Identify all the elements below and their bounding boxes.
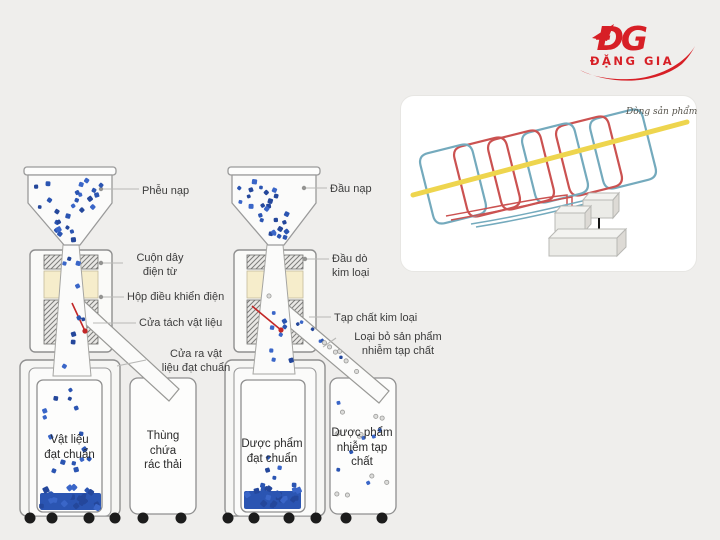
product-flow-line [410, 119, 690, 198]
leader-lines [93, 187, 337, 367]
particles-right-chute [295, 320, 360, 374]
particles-bin-contaminated [334, 400, 390, 498]
particles-right-hopper [237, 178, 290, 240]
logo-arrow-icon [592, 24, 614, 41]
control-unit-box [547, 227, 628, 258]
label-reject: Loại bỏ sản phẩm nhiễm tạp chất [354, 331, 442, 358]
left-lower-cabinet [19, 359, 121, 517]
bin-accepted-material [36, 379, 103, 513]
label-bin-waste: Thùng chứa rác thải [144, 430, 182, 472]
logo-swoosh [580, 46, 695, 81]
pile-accepted-pharma [244, 491, 301, 509]
particles-left-hopper [33, 177, 104, 243]
electronics-boxes [547, 191, 628, 258]
coil-schematic [410, 106, 690, 258]
leader-dots [98, 185, 308, 300]
particles-right-stream [266, 293, 294, 364]
label-hopper: Phễu nạp [142, 185, 190, 197]
logo-name: ĐẶNG GIA [590, 53, 674, 68]
label-outlet: Cửa ra vật liệu đạt chuẩn [161, 348, 231, 375]
label-product-flow: Dòng sản phẩm [626, 107, 698, 117]
coil-schematic-card: Dòng sản phẩm [400, 95, 697, 272]
label-metal-impurity: Tạp chất kim loại [334, 312, 418, 324]
label-em-coil: Cuộn dây điện từ [136, 252, 184, 279]
label-feed-head: Đầu nạp [330, 183, 372, 195]
particles-pile-left [39, 483, 101, 512]
bin-accepted-pharma [240, 379, 306, 513]
right-separator-gate [251, 305, 284, 333]
detector-box-a [553, 204, 593, 233]
right-hopper [227, 166, 321, 246]
left-hopper [23, 166, 117, 246]
particles-bin-accepted-material [42, 387, 92, 474]
label-bin-contaminated: Dược phẩm nhiễm tạp chất [331, 427, 393, 469]
label-bin-accepted-pharma: Dược phẩm đạt chuẩn [241, 438, 303, 465]
label-bin-accepted-material: Vật liệu đạt chuẩn [44, 434, 95, 461]
particles-left-stream [61, 256, 86, 369]
label-separator-gate: Cửa tách vật liệu [139, 317, 223, 329]
detector-coils [416, 106, 660, 227]
right-lower-cabinet [224, 359, 326, 517]
caster-wheels [24, 512, 388, 524]
particles-bin-accepted-pharma [264, 455, 282, 480]
logo-monogram: ĐG [595, 19, 647, 58]
dang-gia-logo: ĐG ĐẶNG GIA [572, 8, 716, 92]
label-control-box: Hộp điều khiển điện [127, 291, 225, 303]
dang-gia-logo-art: ĐG ĐẶNG GIA [580, 19, 695, 81]
label-metal-detector: Đầu dò kim loại [332, 253, 370, 280]
particles-pile-right [243, 482, 302, 509]
